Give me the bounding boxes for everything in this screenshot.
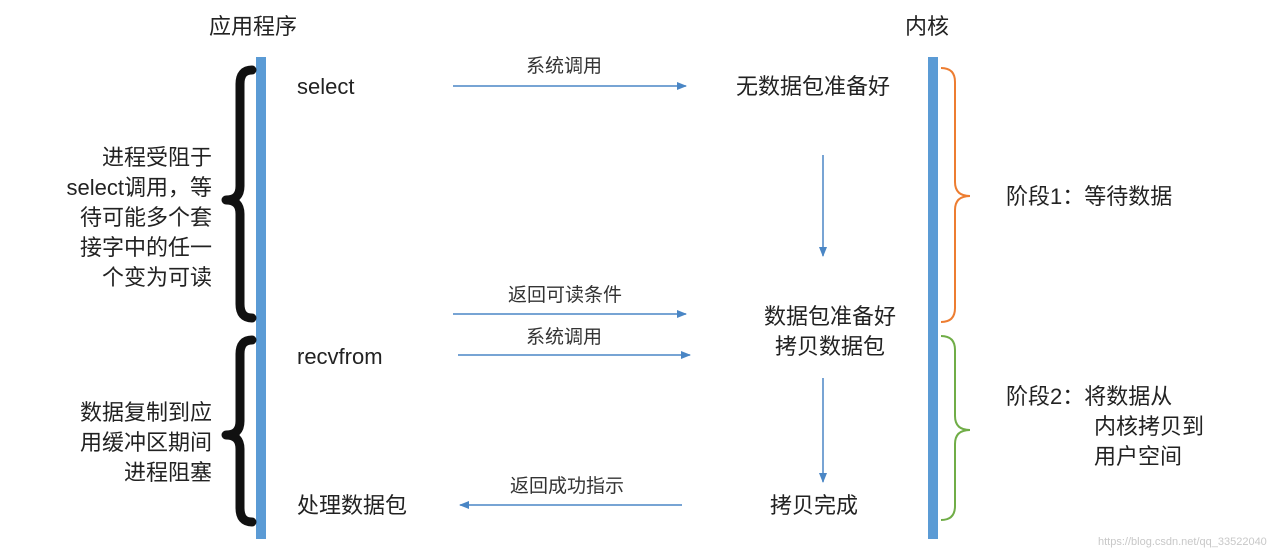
note-line: select调用，等 <box>66 175 212 200</box>
phase2-brace <box>940 335 971 521</box>
note-line: 待可能多个套 <box>79 205 212 230</box>
recvfrom-call: recvfrom <box>297 344 383 369</box>
note-line: 数据复制到应 <box>79 400 212 425</box>
watermark: https://blog.csdn.net/qq_33522040 <box>1098 536 1267 548</box>
process-packet: 处理数据包 <box>297 493 408 518</box>
note-line: 接字中的任一 <box>79 235 212 260</box>
phase1-label: 阶段1：等待数据 <box>1006 182 1172 212</box>
note-blocked-copy: 数据复制到应 用缓冲区期间 进程阻塞 <box>20 398 212 488</box>
phase-line: 阶段1：等待数据 <box>1006 184 1173 209</box>
select-call: select <box>297 74 355 99</box>
phase1-brace <box>940 67 971 323</box>
kernel-ready-line2: 拷贝数据包 <box>774 334 885 359</box>
phase-line: 内核拷贝到 <box>1094 414 1205 439</box>
app-timeline <box>256 57 266 539</box>
kernel-no-data: 无数据包准备好 <box>736 74 891 99</box>
left-brace-copy <box>221 335 257 527</box>
phase-line: 用户空间 <box>1094 444 1183 469</box>
kernel-timeline <box>928 57 938 539</box>
return-readable-label: 返回可读条件 <box>508 285 623 306</box>
kernel-ready-line1: 数据包准备好 <box>763 304 896 329</box>
phase-line: 阶段2：将数据从 <box>1006 384 1173 409</box>
note-line: 用缓冲区期间 <box>79 430 212 455</box>
app-header: 应用程序 <box>209 14 298 39</box>
kernel-copy-done: 拷贝完成 <box>770 493 859 518</box>
note-line: 进程阻塞 <box>123 460 212 485</box>
note-line: 个变为可读 <box>101 265 212 290</box>
syscall-label-2: 系统调用 <box>526 327 603 348</box>
phase2-label: 阶段2：将数据从 内核拷贝到 用户空间 <box>1006 382 1204 472</box>
syscall-label-1: 系统调用 <box>526 56 603 77</box>
return-success-label: 返回成功指示 <box>510 476 625 497</box>
kernel-header: 内核 <box>905 14 950 39</box>
note-blocked-select: 进程受阻于 select调用，等 待可能多个套 接字中的任一 个变为可读 <box>20 143 212 293</box>
left-brace-select <box>221 65 257 323</box>
note-line: 进程受阻于 <box>101 145 212 170</box>
kernel-ready: 数据包准备好 拷贝数据包 <box>740 302 920 362</box>
